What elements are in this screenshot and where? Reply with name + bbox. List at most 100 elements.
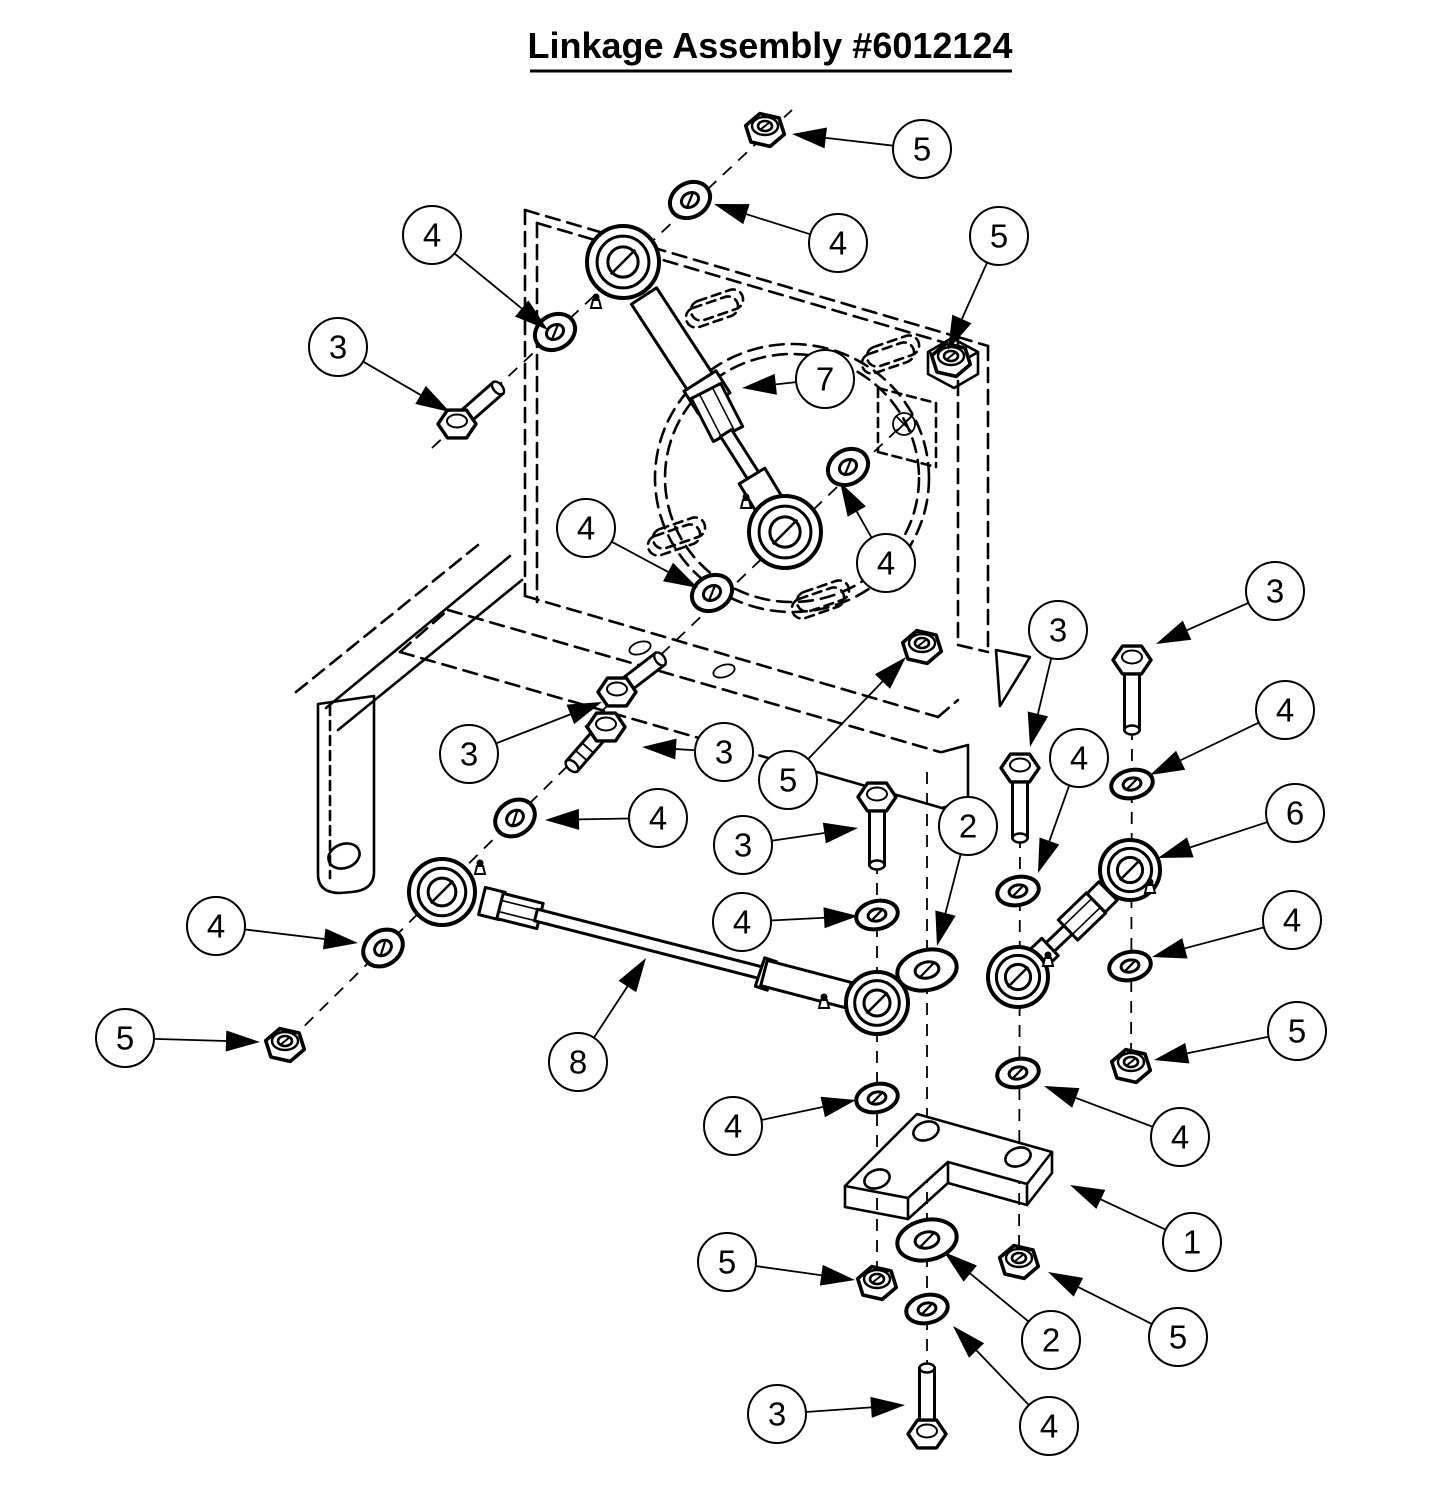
callout-1: 1 bbox=[1070, 1185, 1222, 1272]
balloon-circle bbox=[1245, 561, 1305, 621]
callout-3: 3 bbox=[1156, 561, 1305, 644]
leader-line bbox=[1048, 785, 1071, 842]
grease-fitting-icon bbox=[817, 993, 831, 1009]
balloon-circle bbox=[1267, 1001, 1327, 1061]
bolt-head bbox=[856, 781, 898, 813]
panel-slot bbox=[795, 579, 851, 613]
arrowhead-icon bbox=[1152, 938, 1188, 959]
bolt bbox=[1111, 644, 1153, 736]
balloon-circle bbox=[1028, 600, 1088, 660]
panel-slot bbox=[790, 586, 846, 620]
mount-tab bbox=[316, 694, 376, 895]
arrowhead-icon bbox=[545, 808, 580, 830]
arrowhead-icon bbox=[415, 385, 450, 412]
balloon-circle bbox=[1148, 1307, 1208, 1367]
grease-fitting-icon bbox=[473, 859, 487, 875]
arrowhead-icon bbox=[618, 958, 646, 993]
arrowhead-icon bbox=[1044, 1086, 1080, 1108]
callout-4: 4 bbox=[1044, 1086, 1210, 1167]
leader-line bbox=[975, 1349, 1030, 1406]
arrowhead-icon bbox=[566, 702, 602, 725]
gusset bbox=[994, 648, 1032, 708]
corner-flange bbox=[926, 336, 980, 390]
centerline bbox=[1018, 835, 1021, 1271]
arrowhead-icon bbox=[642, 738, 677, 760]
balloon-number: 3 bbox=[460, 736, 478, 773]
balloon-number: 4 bbox=[1283, 902, 1301, 939]
washer bbox=[904, 1292, 950, 1326]
arrowhead-icon bbox=[935, 910, 956, 946]
balloon-circle bbox=[697, 1232, 757, 1292]
mount-arm bbox=[294, 543, 524, 732]
balloon-circle bbox=[747, 1384, 807, 1444]
balloon-circle bbox=[969, 206, 1029, 266]
callout-3: 3 bbox=[713, 815, 858, 875]
leader-line bbox=[1100, 1198, 1167, 1231]
balloon-circle bbox=[439, 724, 499, 784]
balloon-number: 5 bbox=[1169, 1319, 1187, 1356]
grease-fitting-icon bbox=[1041, 951, 1055, 967]
balloon-number: 4 bbox=[877, 545, 895, 582]
bolt-head bbox=[906, 1418, 948, 1450]
panel-slot bbox=[865, 334, 921, 368]
arrowhead-icon bbox=[819, 1264, 855, 1286]
bolt-head bbox=[436, 408, 478, 440]
balloon-number: 3 bbox=[768, 1396, 786, 1433]
arrowhead-icon bbox=[944, 1252, 977, 1282]
callout-4: 4 bbox=[1150, 680, 1315, 775]
arrowhead-icon bbox=[1158, 837, 1194, 858]
plate-hole bbox=[912, 1120, 940, 1142]
leader-line bbox=[453, 252, 523, 310]
washer bbox=[995, 874, 1041, 908]
balloon-circle bbox=[308, 317, 368, 377]
balloon-number: 4 bbox=[423, 217, 441, 254]
link-6 bbox=[986, 838, 1162, 1009]
callout-4: 4 bbox=[840, 482, 916, 593]
arrowhead-icon bbox=[714, 204, 750, 225]
callout-4: 4 bbox=[186, 896, 358, 956]
bolt-head bbox=[1111, 644, 1153, 676]
balloon-circle bbox=[1021, 1310, 1081, 1370]
balloon-number: 3 bbox=[329, 329, 347, 366]
link-7 bbox=[585, 224, 823, 570]
bolt bbox=[999, 752, 1041, 844]
callout-5: 5 bbox=[948, 206, 1029, 350]
base-hole bbox=[628, 640, 652, 656]
arrowhead-icon bbox=[1154, 1042, 1190, 1064]
callout-4: 4 bbox=[712, 892, 858, 952]
balloon-number: 3 bbox=[1049, 612, 1067, 649]
washer bbox=[895, 947, 959, 993]
grease-fitting-icon bbox=[1143, 878, 1157, 894]
balloon-circle bbox=[402, 205, 462, 265]
balloon-circle bbox=[1049, 728, 1109, 788]
washer bbox=[1109, 767, 1155, 801]
callout-7: 7 bbox=[742, 349, 855, 409]
leader-line bbox=[825, 137, 894, 147]
callout-5: 5 bbox=[758, 657, 906, 810]
callout-5: 5 bbox=[697, 1232, 855, 1292]
bolt-head bbox=[999, 752, 1041, 784]
leader-line bbox=[1180, 721, 1260, 762]
balloon-circle bbox=[1162, 1212, 1222, 1272]
panel-slot bbox=[689, 288, 745, 322]
balloon-number: 3 bbox=[734, 827, 752, 864]
leader-line bbox=[761, 1106, 823, 1121]
rod-end-bearing bbox=[747, 494, 823, 570]
balloon-circle bbox=[938, 796, 998, 856]
leader-line bbox=[856, 511, 873, 539]
l-plate bbox=[843, 1112, 1054, 1221]
callout-3: 3 bbox=[308, 317, 450, 412]
arrowhead-icon bbox=[840, 482, 866, 517]
leader-line bbox=[961, 262, 988, 320]
leader-line bbox=[362, 360, 422, 396]
leader-line bbox=[1190, 821, 1268, 849]
bolt bbox=[856, 781, 898, 871]
callout-4: 4 bbox=[556, 498, 698, 588]
arrowhead-icon bbox=[1070, 1185, 1106, 1209]
plate-hole bbox=[1004, 1146, 1032, 1168]
washer bbox=[689, 572, 735, 614]
washer bbox=[825, 446, 871, 488]
nut bbox=[900, 628, 944, 666]
balloon-number: 5 bbox=[913, 131, 931, 168]
